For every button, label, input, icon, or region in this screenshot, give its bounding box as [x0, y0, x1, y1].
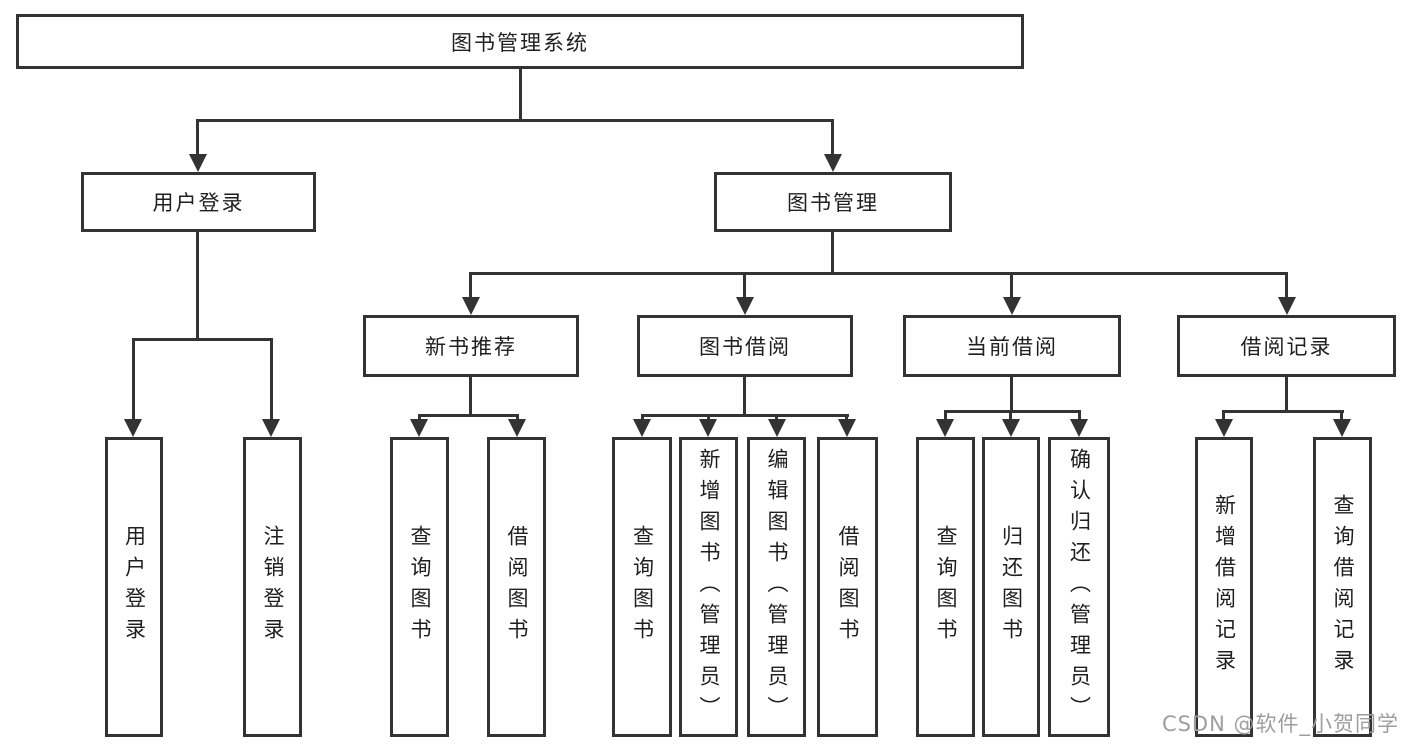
connector-leaf-drop — [1078, 410, 1081, 423]
connector-leaf-drop — [641, 414, 644, 423]
connector-user-stem — [196, 231, 199, 338]
csdn-watermark: CSDN @软件_小贺同学 — [1161, 712, 1399, 736]
node-book-management: 图书管理 — [714, 172, 952, 232]
connector-leaf-drop — [132, 338, 135, 422]
node-label: 查询图书 — [934, 525, 958, 649]
arrowhead-leaf — [838, 419, 856, 437]
arrowhead-leaf — [1070, 419, 1088, 437]
node-user-login: 用户登录 — [81, 172, 316, 232]
node-label: 确认归还（管理员） — [1067, 447, 1092, 727]
connector-user-hline — [132, 338, 273, 341]
connector-mgmt-stem — [831, 231, 834, 275]
leaf-edit-books-admin: 编辑图书（管理员） — [747, 437, 806, 737]
leaf-borrow-books-borrow: 借阅图书 — [817, 437, 878, 737]
connector-level3-hline — [469, 272, 1288, 275]
connector-leaf-drop — [944, 410, 947, 423]
node-borrow-records: 借阅记录 — [1177, 315, 1396, 377]
leaf-add-books-admin: 新增图书（管理员） — [679, 437, 738, 737]
arrowhead-leaf — [699, 419, 717, 437]
node-label: 新增图书（管理员） — [697, 447, 721, 727]
connector-leaf-drop — [270, 338, 273, 422]
leaf-confirm-return-admin: 确认归还（管理员） — [1048, 437, 1110, 737]
arrowhead-borrow-records — [1278, 297, 1296, 315]
connector-current-hline — [944, 410, 1081, 413]
connector-root-stem — [519, 68, 522, 121]
connector-leaf-drop — [775, 414, 778, 423]
leaf-query-books-borrow: 查询图书 — [612, 437, 672, 737]
connector-leaf-drop — [418, 414, 421, 423]
node-label: 新书推荐 — [425, 335, 517, 359]
connector-leaf-drop — [1222, 410, 1225, 423]
arrowhead-new-book-recommend — [462, 297, 480, 315]
connector-book-mgmt-drop — [831, 119, 834, 157]
node-label: 编辑图书（管理员） — [765, 447, 789, 727]
node-current-borrow: 当前借阅 — [903, 315, 1121, 377]
arrowhead-book-mgmt — [824, 154, 842, 172]
arrowhead-user-login — [189, 154, 207, 172]
connector-leaf-drop — [707, 414, 710, 423]
node-label: 图书借阅 — [699, 335, 791, 359]
leaf-query-borrow-record: 查询借阅记录 — [1313, 437, 1372, 737]
arrowhead-leaf — [262, 419, 280, 437]
node-label: 用户登录 — [152, 191, 245, 215]
node-label: 注销登录 — [261, 525, 285, 649]
connector-current-stem — [1010, 376, 1013, 413]
connector-level3-drop — [1285, 272, 1288, 300]
connector-leaf-drop — [1009, 410, 1012, 423]
arrowhead-leaf — [633, 419, 651, 437]
leaf-query-books-recommend: 查询图书 — [390, 437, 449, 737]
node-label: 查询图书 — [630, 525, 655, 649]
leaf-borrow-books-recommend: 借阅图书 — [487, 437, 546, 737]
connector-level3-drop — [743, 272, 746, 300]
connector-leaf-drop — [1340, 410, 1343, 423]
connector-leaf-drop — [516, 414, 519, 423]
node-label: 借阅图书 — [836, 525, 860, 649]
connector-recommend-hline — [418, 414, 519, 417]
connector-level2-hline — [196, 119, 834, 122]
connector-borrow-stem — [743, 376, 746, 417]
connector-level3-drop — [1010, 272, 1013, 300]
leaf-query-books-current: 查询图书 — [916, 437, 975, 737]
leaf-logout: 注销登录 — [243, 437, 302, 737]
node-book-borrow: 图书借阅 — [637, 315, 853, 377]
node-label: 用户登录 — [122, 525, 147, 649]
connector-level3-drop — [469, 272, 472, 300]
node-label: 新增借阅记录 — [1212, 494, 1237, 680]
connector-records-hline — [1222, 410, 1344, 413]
node-label: 借阅记录 — [1240, 335, 1333, 359]
connector-borrow-hline — [641, 414, 849, 417]
node-root-system: 图书管理系统 — [16, 14, 1024, 69]
node-label: 归还图书 — [999, 525, 1024, 649]
leaf-add-borrow-record: 新增借阅记录 — [1195, 437, 1253, 737]
connector-user-login-drop — [196, 119, 199, 157]
arrowhead-leaf — [410, 419, 428, 437]
arrowhead-leaf — [1215, 419, 1233, 437]
leaf-return-books: 归还图书 — [982, 437, 1040, 737]
node-label: 查询图书 — [408, 525, 432, 649]
connector-leaf-drop — [845, 414, 848, 423]
arrowhead-leaf — [1002, 419, 1020, 437]
arrowhead-leaf — [936, 419, 954, 437]
leaf-user-login: 用户登录 — [105, 437, 163, 737]
arrowhead-leaf — [1333, 419, 1351, 437]
node-label: 图书管理 — [787, 191, 879, 215]
node-label: 图书管理系统 — [451, 30, 589, 55]
node-label: 借阅图书 — [505, 525, 529, 649]
arrowhead-leaf — [508, 419, 526, 437]
arrowhead-book-borrow — [736, 297, 754, 315]
node-label: 当前借阅 — [966, 335, 1058, 359]
connector-records-stem — [1285, 376, 1288, 413]
arrowhead-leaf — [768, 419, 786, 437]
arrowhead-leaf — [124, 419, 142, 437]
arrowhead-current-borrow — [1003, 297, 1021, 315]
node-label: 查询借阅记录 — [1331, 494, 1355, 680]
node-new-book-recommend: 新书推荐 — [363, 315, 579, 377]
connector-recommend-stem — [469, 376, 472, 417]
